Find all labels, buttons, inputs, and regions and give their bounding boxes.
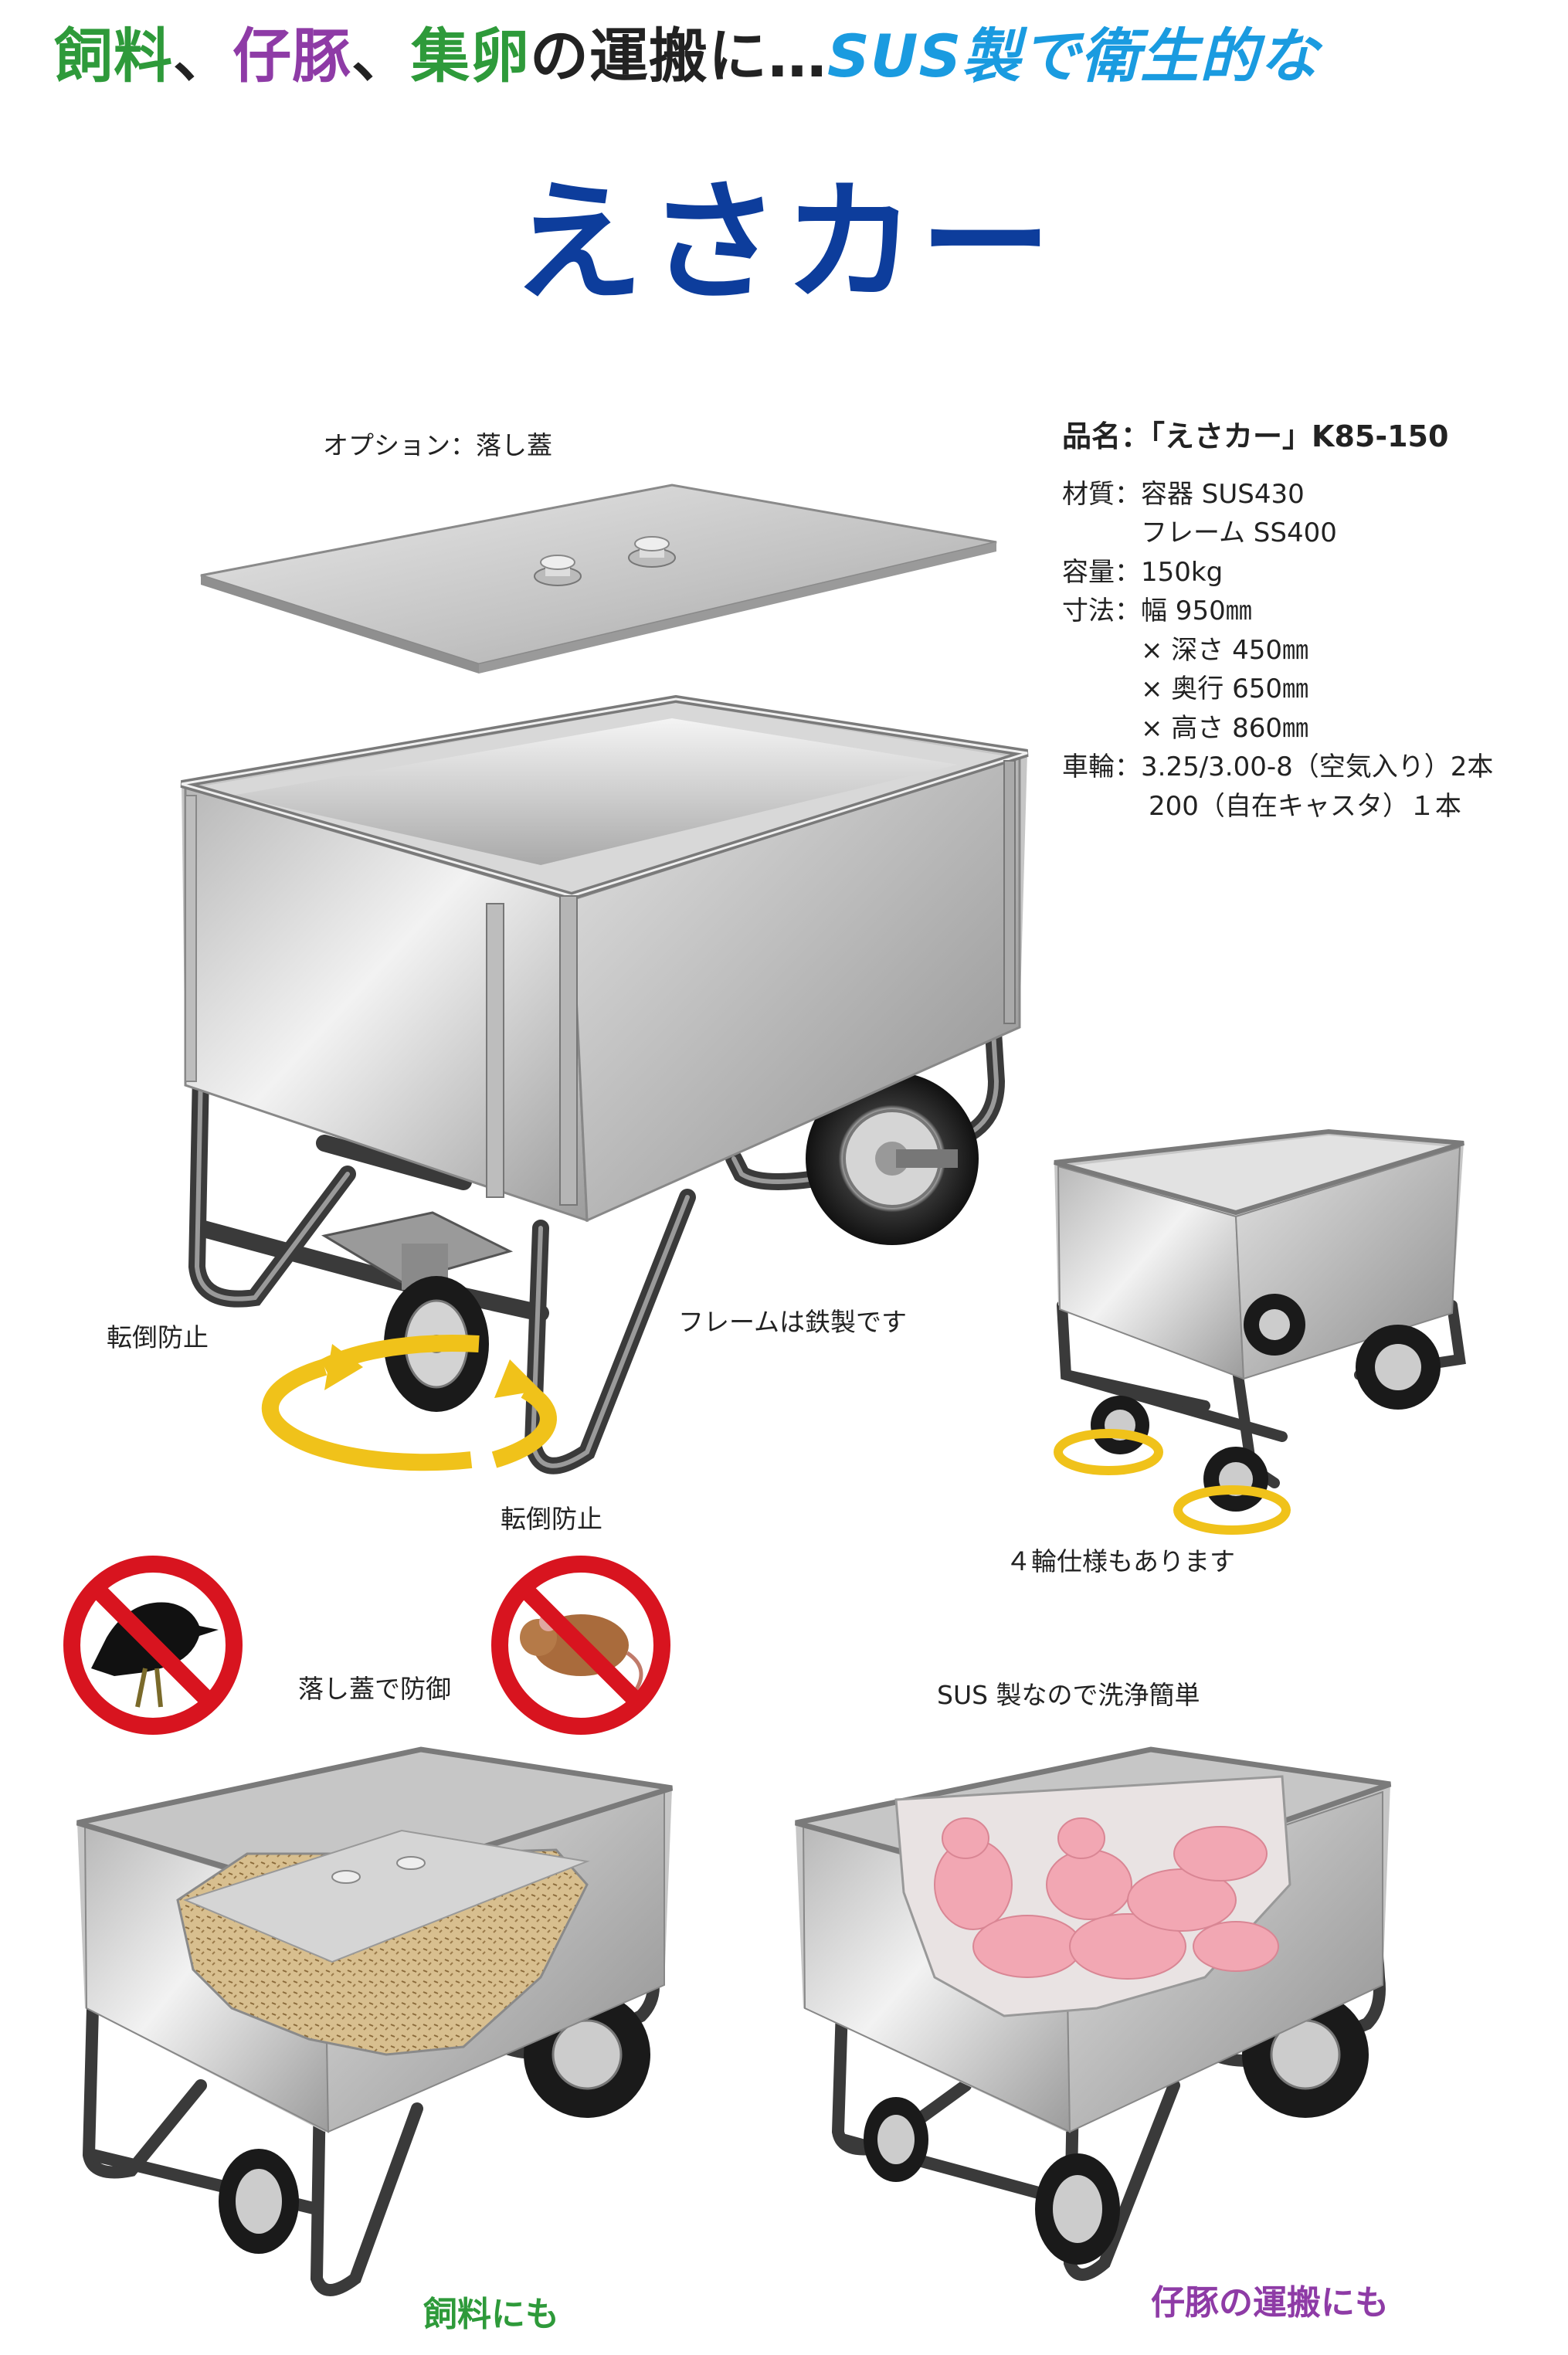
caption-frame-note: フレームは鉄製です [678, 1307, 908, 1337]
spec-wheel-label: 車輪： [1062, 752, 1141, 782]
caption-feed-too: 飼料にも [423, 2295, 559, 2334]
spec-material-2: フレーム SS400 [1141, 517, 1337, 548]
headline: 飼料、仔豚、集卵の運搬に…SUS製で衛生的な [54, 14, 1522, 99]
spec-wheel-2: 200（自在キャスタ）１本 [1149, 790, 1461, 822]
spec-capacity-row: 容量： 150kg [1062, 553, 1541, 592]
spec-wheel-row: 車輪： 3.25/3.00-8（空気入り）2本 [1062, 748, 1541, 787]
headline-sus: SUS製で衛生的な [827, 22, 1319, 90]
caption-option-lid: オプション：落し蓋 [323, 430, 552, 460]
headline-sep: 、 [173, 22, 232, 90]
piglets-icon [934, 1817, 1279, 1980]
headline-feed: 飼料 [54, 22, 173, 90]
headline-transport: の運搬に… [530, 22, 827, 90]
headline-sep: 、 [351, 22, 411, 90]
spec-material-row: 材質： 容器 SUS430 [1062, 475, 1541, 514]
caption-anti-tip-left: 転倒防止 [107, 1322, 209, 1352]
spec-material-label: 材質： [1062, 478, 1141, 510]
lid [200, 484, 997, 674]
no-mouse-icon [491, 1556, 670, 1735]
feed-cart-container [76, 1746, 674, 2133]
spec-capacity: 150kg [1141, 556, 1224, 588]
caption-sus-clean: SUS 製なので洗浄簡単 [937, 1680, 1200, 1710]
spec-block: 品名：「えさカー」K85-150 材質： 容器 SUS430 フレーム SS40… [1062, 417, 1541, 826]
spec-dim-width: 幅 950㎜ [1141, 596, 1252, 626]
caption-lid-defense: 落し蓋で防御 [298, 1674, 451, 1704]
spec-dim-depth: × 深さ 450㎜ [1141, 634, 1308, 666]
spec-dimension-row: 寸法： 幅 950㎜ [1062, 592, 1541, 631]
caption-piglet-too: 仔豚の運搬にも [1151, 2283, 1389, 2323]
caption-anti-tip-bottom: 転倒防止 [501, 1504, 602, 1534]
spec-product-name: 品名：「えさカー」K85-150 [1062, 419, 1449, 453]
main-cart-container [180, 694, 1029, 1223]
headline-egg: 集卵 [411, 22, 530, 90]
caption-four-wheel: ４輪仕様もあります [1006, 1546, 1235, 1576]
no-crow-icon [63, 1556, 243, 1735]
headline-piglet: 仔豚 [232, 22, 351, 90]
product-title: えさカー [511, 167, 1056, 320]
spec-capacity-label: 容量： [1062, 556, 1141, 588]
spec-wheel-1: 3.25/3.00-8（空気入り）2本 [1141, 752, 1494, 782]
spec-dim-height: × 高さ 860㎜ [1141, 712, 1308, 744]
spec-material-1: 容器 SUS430 [1141, 478, 1305, 510]
spec-dim-length: × 奥行 650㎜ [1141, 674, 1308, 704]
spec-dimension-label: 寸法： [1062, 596, 1141, 626]
main-cart-air-wheel [806, 1072, 979, 1245]
four-wheel-rotate-arrow-icon [1054, 1429, 1291, 1535]
